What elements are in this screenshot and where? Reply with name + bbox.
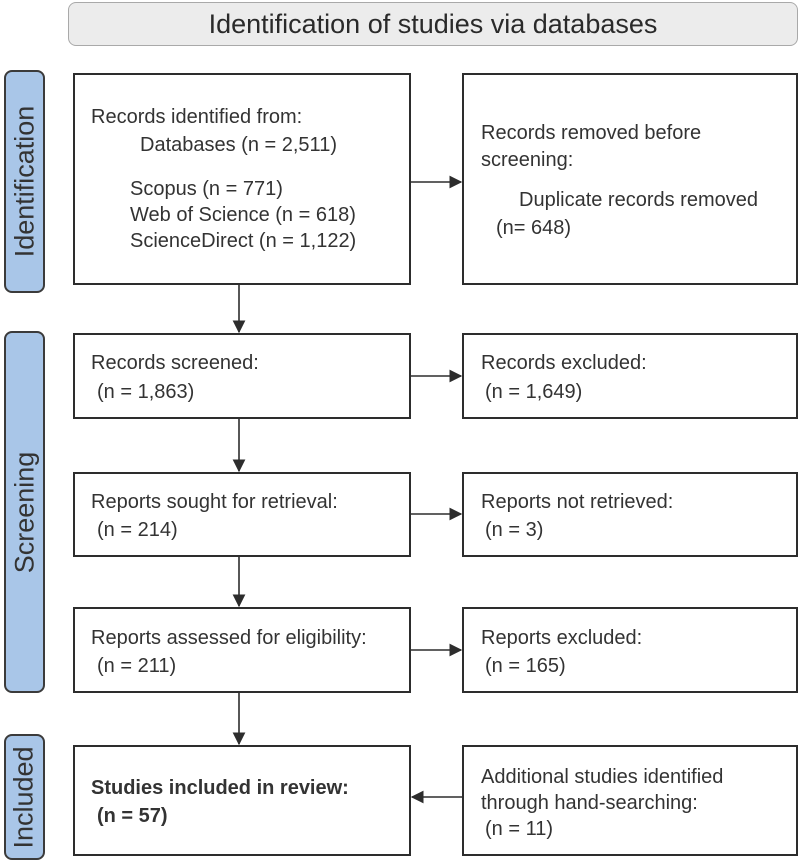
reports-sought-count: (n = 214)	[97, 519, 178, 541]
records-removed-heading-line2: screening:	[481, 149, 574, 171]
records-identified-box: Records identified from: Databases (n = …	[73, 73, 411, 285]
records-screened-box: Records screened: (n = 1,863)	[73, 333, 411, 419]
additional-studies-line1: Additional studies identified	[481, 766, 724, 788]
duplicates-removed-count: (n= 648)	[496, 217, 572, 239]
records-excluded-count: (n = 1,649)	[485, 381, 583, 403]
additional-studies-line2: through hand-searching:	[481, 792, 698, 814]
reports-assessed-count: (n = 211)	[97, 655, 177, 677]
phase-screening: Screening	[4, 331, 45, 693]
scopus-count: Scopus (n = 771)	[130, 178, 283, 200]
reports-assessed-heading: Reports assessed for eligibility:	[91, 627, 367, 649]
reports-sought-heading: Reports sought for retrieval:	[91, 491, 338, 513]
records-removed-box: Records removed before screening: Duplic…	[462, 73, 798, 285]
records-excluded-heading: Records excluded:	[481, 352, 647, 374]
records-excluded-box: Records excluded: (n = 1,649)	[462, 333, 798, 419]
reports-assessed-box: Reports assessed for eligibility: (n = 2…	[73, 607, 411, 693]
duplicates-removed-label: Duplicate records removed	[519, 189, 758, 211]
records-identified-heading: Records identified from:	[91, 106, 303, 128]
reports-excluded-box: Reports excluded: (n = 165)	[462, 607, 798, 693]
phase-identification: Identification	[4, 70, 45, 293]
studies-included-heading: Studies included in review:	[91, 777, 349, 799]
reports-not-retrieved-box: Reports not retrieved: (n = 3)	[462, 472, 798, 557]
header-title: Identification of studies via databases	[68, 2, 798, 46]
phase-included: Included	[4, 734, 45, 860]
reports-excluded-count: (n = 165)	[485, 655, 566, 677]
records-screened-count: (n = 1,863)	[97, 381, 195, 403]
reports-not-retrieved-heading: Reports not retrieved:	[481, 491, 674, 513]
studies-included-box: Studies included in review: (n = 57)	[73, 745, 411, 856]
additional-studies-count: (n = 11)	[485, 818, 553, 840]
additional-studies-box: Additional studies identified through ha…	[462, 745, 798, 856]
wos-count: Web of Science (n = 618)	[130, 204, 356, 226]
reports-sought-box: Reports sought for retrieval: (n = 214)	[73, 472, 411, 557]
records-removed-heading-line1: Records removed before	[481, 122, 702, 144]
sciencedirect-count: ScienceDirect (n = 1,122)	[130, 230, 357, 252]
reports-not-retrieved-count: (n = 3)	[485, 519, 544, 541]
databases-count: Databases (n = 2,511)	[140, 134, 337, 156]
reports-excluded-heading: Reports excluded:	[481, 627, 643, 649]
records-screened-heading: Records screened:	[91, 352, 259, 374]
studies-included-count: (n = 57)	[97, 805, 168, 827]
